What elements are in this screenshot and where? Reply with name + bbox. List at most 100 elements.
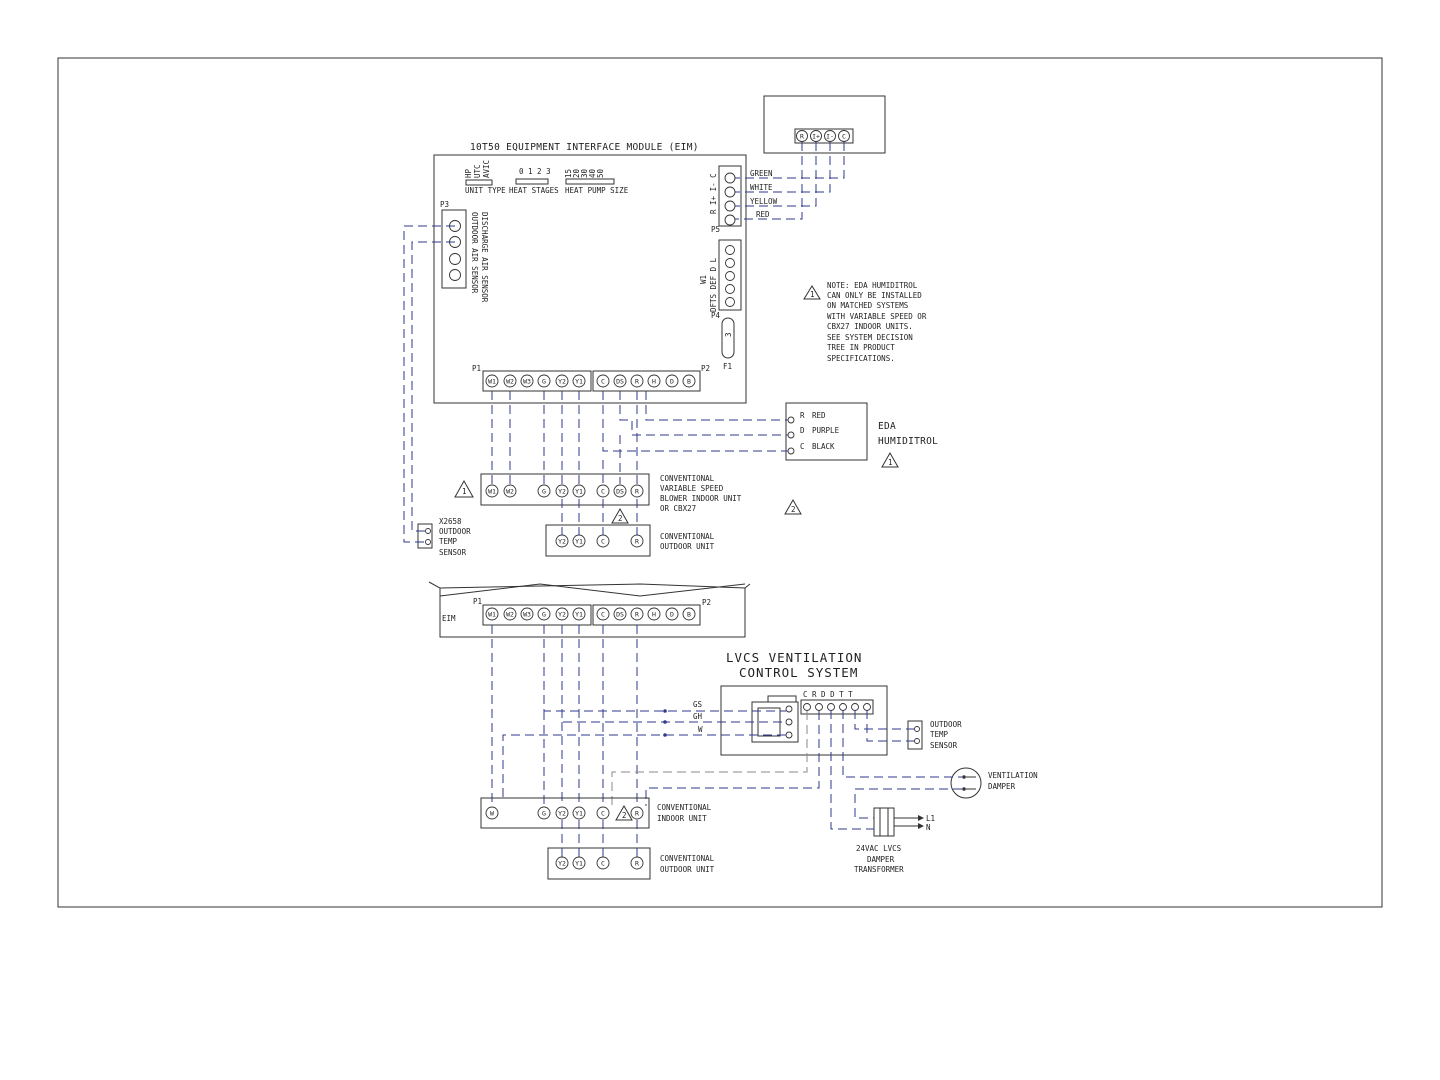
thermostat-terminal-r: R bbox=[800, 133, 804, 141]
terminal-label: W2 bbox=[506, 610, 514, 618]
transformer-label-3: TRANSFORMER bbox=[854, 865, 904, 874]
terminal-label: Y2 bbox=[558, 610, 566, 618]
terminal-label: H bbox=[652, 377, 656, 385]
terminal-circle bbox=[596, 374, 610, 388]
x2658-sensor-box bbox=[417, 523, 433, 549]
discharge-air-sensor-label: DISCHARGE AIR SENSOR bbox=[480, 212, 489, 303]
svg-text:HP: HP bbox=[464, 168, 473, 178]
terminal-circle bbox=[596, 806, 610, 820]
terminal-circle bbox=[682, 607, 696, 621]
vs-indoor-note2-triangle bbox=[784, 498, 802, 515]
outdoor2-label-2: OUTDOOR UNIT bbox=[660, 865, 715, 874]
eda-warning-triangle bbox=[881, 451, 899, 468]
terminal-label: G bbox=[542, 610, 546, 618]
terminal-label: C bbox=[601, 809, 605, 817]
vs-indoor-label-3: BLOWER INDOOR UNIT bbox=[660, 494, 742, 503]
eim2-to-indoor2-wires bbox=[491, 625, 820, 806]
svg-text:3: 3 bbox=[724, 332, 733, 337]
lvcs-title-1: LVCS VENTILATION bbox=[726, 650, 862, 665]
terminal-circle bbox=[665, 374, 679, 388]
terminal-label: W3 bbox=[523, 377, 531, 385]
p4-connector bbox=[718, 239, 742, 311]
terminal-circle bbox=[613, 374, 627, 388]
svg-text:D: D bbox=[800, 426, 805, 435]
terminal-circle bbox=[503, 374, 517, 388]
lvcs-wire-label-gs: GS bbox=[693, 700, 703, 709]
thermostat-terminals: R I+ I- C bbox=[794, 128, 854, 144]
terminal-label: Y2 bbox=[558, 537, 566, 545]
svg-text:SEE SYSTEM DECISION: SEE SYSTEM DECISION bbox=[827, 333, 913, 342]
terminal-label: R bbox=[635, 537, 639, 545]
vent-damper-label-1: VENTILATION bbox=[988, 771, 1038, 780]
note-block: 1 NOTE: EDA HUMIDITROL CAN ONLY BE INSTA… bbox=[803, 281, 927, 363]
svg-text:0 1 2 3: 0 1 2 3 bbox=[519, 167, 551, 176]
eim2-box bbox=[428, 581, 751, 638]
lvcs-terminal-letters: C R D D T T bbox=[803, 690, 853, 699]
heat-stages-label: HEAT STAGES bbox=[509, 186, 559, 195]
svg-text:1: 1 bbox=[810, 290, 815, 299]
eda-title-1: EDA bbox=[878, 421, 896, 432]
transformer-wire bbox=[830, 710, 874, 830]
terminal-circle bbox=[572, 374, 586, 388]
p5-connector bbox=[718, 165, 742, 227]
terminal-circle bbox=[485, 374, 499, 388]
terminal-label: Y1 bbox=[575, 809, 583, 817]
outdoor-sensor-wires bbox=[854, 710, 914, 742]
svg-text:2: 2 bbox=[618, 514, 623, 523]
outdoor-sensor2-label-3: SENSOR bbox=[930, 741, 958, 750]
x2658-wires bbox=[403, 225, 455, 543]
wire-label-green: GREEN bbox=[750, 169, 773, 178]
thermostat-box bbox=[763, 95, 886, 154]
indoor2-warning-triangle bbox=[615, 804, 633, 821]
p5-label: P5 bbox=[711, 225, 720, 234]
terminal-circle bbox=[647, 374, 661, 388]
terminal-circle bbox=[613, 484, 627, 498]
svg-text:WITH VARIABLE SPEED OR: WITH VARIABLE SPEED OR bbox=[827, 312, 927, 321]
terminal-label: W1 bbox=[488, 377, 496, 385]
terminal-label: R bbox=[635, 809, 639, 817]
damper-transformer bbox=[873, 807, 895, 837]
terminal-label: Y2 bbox=[558, 377, 566, 385]
eim2-p1-strip bbox=[482, 604, 592, 626]
terminal-label: C bbox=[601, 487, 605, 495]
svg-text:2: 2 bbox=[791, 505, 796, 514]
p1-strip bbox=[482, 370, 592, 392]
p5-pin-labels: R I+ I- C bbox=[709, 173, 718, 214]
unit-type-label: UNIT TYPE bbox=[465, 186, 506, 195]
defrost-pin-labels: DFTS DEF D L bbox=[709, 257, 718, 312]
svg-text:NOTE: EDA HUMIDITROL: NOTE: EDA HUMIDITROL bbox=[827, 281, 918, 290]
svg-text:ON MATCHED SYSTEMS: ON MATCHED SYSTEMS bbox=[827, 301, 909, 310]
lvcs-wire-label-gh: GH bbox=[693, 712, 703, 721]
terminal-circle bbox=[485, 484, 499, 498]
eim2-label: EIM bbox=[442, 614, 456, 623]
terminal-label: D bbox=[670, 377, 674, 385]
terminal-label: W2 bbox=[506, 487, 514, 495]
vs-indoor-label-4: OR CBX27 bbox=[660, 504, 696, 513]
terminal-label: C bbox=[601, 610, 605, 618]
eim2-p2-strip bbox=[592, 604, 701, 626]
eda-title-2: HUMIDITROL bbox=[878, 436, 938, 447]
terminal-label: Y2 bbox=[558, 487, 566, 495]
terminal-label: R bbox=[635, 859, 639, 867]
svg-text:TREE IN PRODUCT: TREE IN PRODUCT bbox=[827, 343, 895, 352]
f1-fuse bbox=[721, 317, 735, 359]
terminal-label: D bbox=[670, 610, 674, 618]
indoor2-label-1: CONVENTIONAL bbox=[657, 803, 712, 812]
transformer-label-2: DAMPER bbox=[867, 855, 895, 864]
svg-text:30: 30 bbox=[580, 168, 589, 178]
note-warning-triangle bbox=[803, 285, 821, 300]
thermostat-wires: GREEN WHITE YELLOW RED bbox=[735, 142, 845, 220]
outdoor-unit-1-box bbox=[545, 524, 651, 557]
svg-text:50: 50 bbox=[596, 168, 605, 178]
terminal-circle bbox=[555, 607, 569, 621]
terminal-label: Y1 bbox=[575, 859, 583, 867]
indoor-unit-2-box bbox=[480, 797, 650, 829]
terminal-label: R bbox=[635, 377, 639, 385]
transformer-lead-l1: L1 bbox=[926, 814, 935, 823]
damper-wires bbox=[842, 710, 962, 819]
terminal-label: DS bbox=[616, 487, 624, 495]
terminal-label: Y1 bbox=[575, 487, 583, 495]
svg-text:SPECIFICATIONS.: SPECIFICATIONS. bbox=[827, 354, 895, 363]
